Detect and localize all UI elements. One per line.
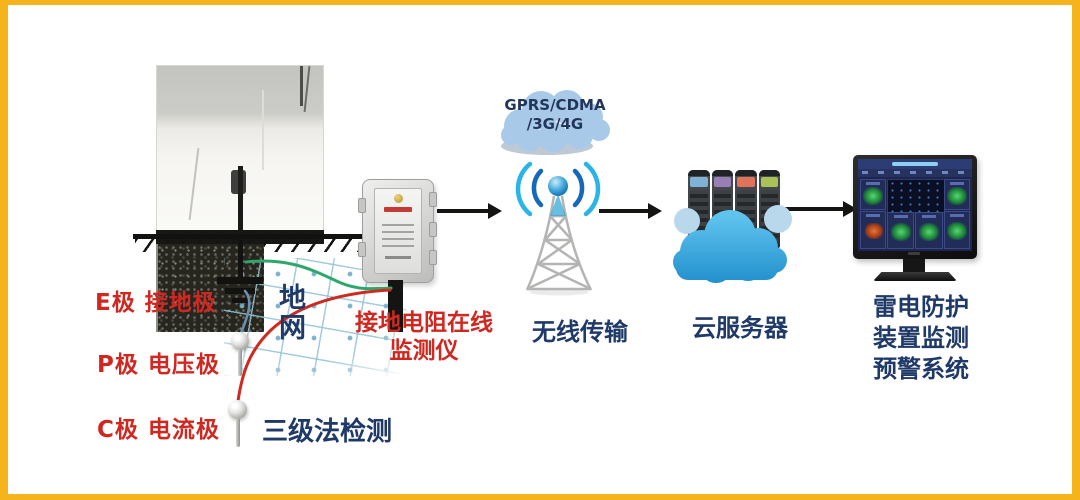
tower-top-cone — [550, 194, 566, 216]
electrode-pin-p-stem — [238, 349, 242, 376]
label-device-name-line1: 接地电阻在线 — [355, 310, 493, 336]
label-ground-grid: 地网 — [274, 283, 305, 343]
wall-crack — [262, 90, 264, 170]
label-three-pole-method: 三级法检测 — [262, 417, 393, 447]
device-text-line — [385, 256, 411, 259]
mount-tab — [429, 192, 437, 207]
dashboard-map-panel — [887, 179, 945, 213]
flow-arrow-1 — [437, 203, 502, 219]
dashboard-panel — [860, 179, 886, 210]
dashboard-panel-alert — [860, 211, 886, 249]
device-text-line — [382, 231, 414, 233]
display-label-line3: 预警系统 — [873, 355, 969, 383]
label-pole-e: E极 接地极 — [95, 290, 217, 316]
mount-tab — [358, 198, 366, 213]
rack-panel — [690, 177, 708, 187]
network-cloud-icon — [501, 90, 610, 155]
dashboard-title-bar — [892, 162, 938, 166]
rod-clamp — [231, 170, 246, 194]
label-pole-c: C极 电流极 — [97, 417, 220, 443]
earth-symbol — [225, 288, 255, 294]
network-cloud-text: GPRS/CDMA /3G/4G — [497, 96, 613, 134]
monitor-screen-dashboard — [858, 159, 972, 251]
monitor-brand-mark — [908, 252, 920, 255]
ground-line — [133, 234, 401, 239]
cloud-puff — [764, 205, 792, 233]
dashboard-header — [858, 159, 972, 169]
device-title-line — [384, 207, 412, 212]
earth-symbol — [217, 277, 263, 284]
antenna-sphere — [548, 176, 568, 196]
mount-tab — [429, 250, 437, 265]
device-mounting-pole — [388, 280, 403, 332]
earth-symbol — [232, 298, 248, 303]
electrode-pin-c-stem — [236, 418, 240, 447]
flow-arrow-2 — [599, 203, 662, 219]
dashboard-panel — [944, 211, 970, 249]
signal-arcs — [515, 161, 601, 217]
tower-lattice — [525, 195, 593, 291]
wireless-tower-icon — [515, 161, 601, 296]
mount-tab — [429, 222, 437, 237]
dashboard-panel — [915, 212, 943, 249]
device-logo-icon — [393, 194, 403, 203]
wall-pipe — [300, 66, 303, 106]
cloud-puff — [674, 208, 700, 234]
rack-panel — [737, 177, 755, 187]
resistance-monitor-device — [358, 179, 437, 283]
label-pole-p: P极 电压极 — [97, 352, 220, 378]
label-device-name: 接地电阻在线 监测仪 — [348, 310, 500, 365]
electrode-pin-p — [231, 332, 249, 350]
device-text-line — [382, 224, 414, 226]
electrode-pin-c — [228, 400, 247, 419]
network-line1: GPRS/CDMA — [504, 96, 606, 114]
monitor-stand-base — [873, 272, 957, 281]
network-line2: /3G/4G — [526, 114, 584, 133]
mount-tab — [358, 242, 366, 257]
label-display-system-stage: 雷电防护 装置监测 预警系统 — [858, 292, 984, 385]
rack-panel — [713, 177, 731, 187]
rack-panel — [760, 177, 778, 187]
label-device-name-line2: 监测仪 — [389, 337, 459, 364]
display-label-line2: 装置监测 — [873, 324, 969, 352]
dashboard-stats-row — [858, 169, 972, 177]
label-wireless-stage: 无线传输 — [532, 318, 628, 346]
earth-rod — [238, 239, 243, 278]
server-cloud-icon — [673, 210, 787, 283]
dashboard-panel — [944, 179, 970, 210]
device-label-plate — [374, 188, 422, 274]
device-text-line — [382, 245, 414, 247]
device-text-line — [382, 238, 414, 240]
dashboard-panel — [887, 212, 914, 249]
down-conductor-rod — [238, 166, 243, 236]
monitor-stand-neck — [903, 259, 925, 272]
label-cloud-server-stage: 云服务器 — [692, 314, 788, 342]
display-label-line1: 雷电防护 — [873, 293, 969, 321]
